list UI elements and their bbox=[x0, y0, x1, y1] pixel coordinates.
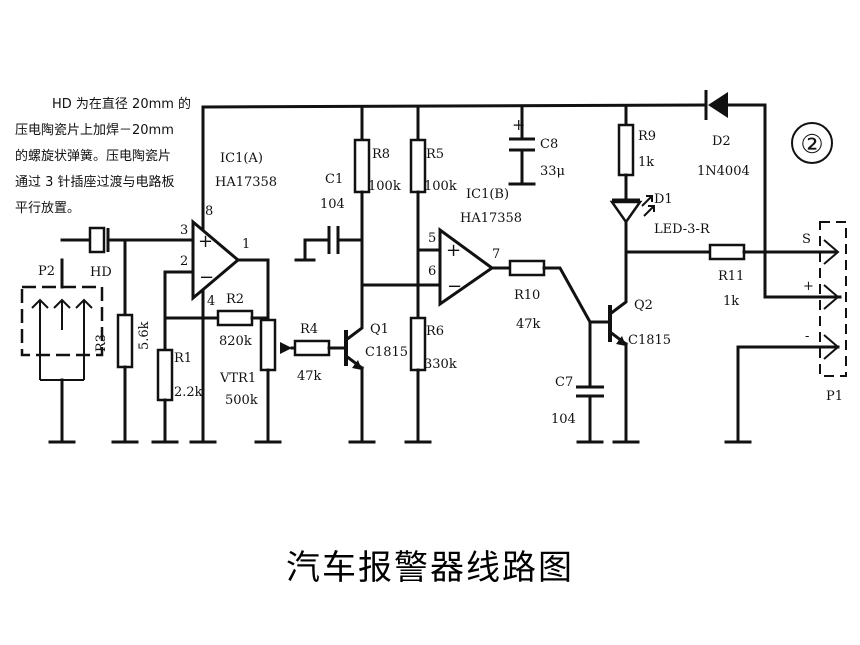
r4-ref: R4 bbox=[300, 322, 318, 337]
r6-ref: R6 bbox=[426, 324, 444, 339]
d1-ref: D1 bbox=[654, 192, 673, 207]
opamp-a-out-wire bbox=[236, 258, 270, 320]
p2-ref: P2 bbox=[38, 264, 55, 279]
r8-ref: R8 bbox=[372, 147, 390, 162]
opamp-a-minus-wire bbox=[163, 270, 195, 357]
r10-ref: R10 bbox=[514, 288, 540, 303]
p1-pin-minus: - bbox=[805, 329, 809, 344]
r3-value: 5.6k bbox=[137, 321, 152, 350]
r8-value: 100k bbox=[368, 179, 401, 194]
svg-text:−: − bbox=[447, 276, 462, 297]
transistor-q1: Q1 C1815 bbox=[343, 283, 408, 442]
vtr1-value: 500k bbox=[225, 393, 258, 408]
note-line-5: 平行放置。 bbox=[15, 201, 80, 216]
svg-text:−: − bbox=[199, 267, 214, 288]
svg-text:+: + bbox=[198, 231, 213, 252]
r2-ref: R2 bbox=[226, 292, 244, 307]
vtr1-wiper bbox=[280, 342, 292, 354]
opamp-a-ref: IC1(A) bbox=[220, 151, 263, 166]
resistor-r3 bbox=[116, 313, 134, 369]
opamp-a-pin-plus: 3 bbox=[180, 223, 188, 238]
svg-text:+: + bbox=[446, 240, 461, 261]
figure-number-text: ② bbox=[800, 130, 823, 160]
note-line-3: 的螺旋状弹簧。压电陶瓷片 bbox=[15, 148, 171, 164]
r3-ref: R3 bbox=[94, 334, 109, 352]
d2-ref: D2 bbox=[712, 134, 731, 149]
resistor-r6 bbox=[409, 316, 427, 372]
d2-value: 1N4004 bbox=[697, 164, 750, 179]
resistor-r1 bbox=[156, 348, 174, 402]
resistor-r5 bbox=[409, 138, 427, 194]
hd-ref: HD bbox=[90, 265, 112, 280]
note-block: HD 为在直径 20mm 的 压电陶瓷片上加焊－20mm 的螺旋状弹簧。压电陶瓷… bbox=[15, 96, 191, 216]
opamp-a-pin-out: 1 bbox=[242, 237, 250, 252]
r6-value: 330k bbox=[424, 357, 457, 372]
supply-rail bbox=[201, 103, 707, 109]
opamp-a-pin-vcc: 8 bbox=[205, 204, 213, 219]
vtr1-ref: VTR1 bbox=[219, 371, 256, 386]
q1-value: C1815 bbox=[365, 345, 408, 360]
q2-value: C1815 bbox=[628, 333, 671, 348]
connector-p1: S + - P1 bbox=[802, 221, 847, 404]
figure-number: ② bbox=[791, 122, 833, 164]
p1-pin-plus: + bbox=[803, 279, 814, 294]
note-line-2: 压电陶瓷片上加焊－20mm bbox=[15, 122, 174, 138]
q2-ref: Q2 bbox=[634, 298, 653, 313]
c1-ref: C1 bbox=[325, 172, 343, 187]
q1-ref: Q1 bbox=[370, 322, 389, 337]
r5-value: 100k bbox=[424, 179, 457, 194]
sensor-p2: P2 bbox=[20, 264, 104, 381]
opamp-b-pin-plus: 5 bbox=[428, 231, 436, 246]
note-line-4: 通过 3 针插座过渡与电路板 bbox=[15, 174, 175, 190]
note-line-1: HD 为在直径 20mm 的 bbox=[52, 96, 191, 112]
opamp-a-pin-gnd: 4 bbox=[207, 294, 215, 309]
potentiometer-vtr1 bbox=[259, 318, 277, 372]
r10-value: 47k bbox=[516, 317, 541, 332]
opamp-a-pin-minus: 2 bbox=[180, 254, 188, 269]
p1-gnd-wire bbox=[736, 345, 840, 442]
resistor-r8 bbox=[353, 138, 371, 194]
r1-ref: R1 bbox=[174, 351, 192, 366]
resistor-r9 bbox=[617, 123, 635, 177]
opamp-b-ref: IC1(B) bbox=[466, 187, 509, 202]
resistor-r4 bbox=[293, 339, 331, 357]
p1-pin-s: S bbox=[802, 232, 811, 247]
r9-value: 1k bbox=[638, 155, 654, 170]
r4-value: 47k bbox=[297, 369, 322, 384]
opamp-b-pin-out: 7 bbox=[492, 247, 500, 262]
diode-d2: D2 1N4004 bbox=[697, 90, 750, 179]
resistor-r11 bbox=[708, 243, 746, 261]
c8-value: 33μ bbox=[540, 164, 565, 179]
r1-value: 2.2k bbox=[174, 385, 203, 400]
r11-value: 1k bbox=[723, 294, 739, 309]
opamp-b-pin-minus: 6 bbox=[428, 264, 436, 279]
supply-rail-right bbox=[726, 103, 842, 299]
d1-value: LED-3-R bbox=[654, 222, 711, 237]
r10-right-wire bbox=[542, 266, 610, 324]
opamp-b-part: HA17358 bbox=[460, 211, 522, 226]
opamp-a-part: HA17358 bbox=[215, 175, 277, 190]
opamp-a: + − 3 2 1 8 4 IC1(A) HA17358 bbox=[180, 151, 277, 309]
c8-plus-sign: + bbox=[512, 115, 525, 134]
r2-value: 820k bbox=[219, 334, 252, 349]
sensor-hd: HD bbox=[60, 226, 112, 280]
c7-value: 104 bbox=[551, 412, 576, 427]
transistor-q2: Q2 C1815 bbox=[607, 250, 671, 442]
c1-left-wire bbox=[303, 238, 329, 260]
c7-ref: C7 bbox=[555, 375, 573, 390]
resistor-r2 bbox=[216, 309, 254, 327]
r5-ref: R5 bbox=[426, 147, 444, 162]
r9-ref: R9 bbox=[638, 129, 656, 144]
led-d1: D1 LED-3-R bbox=[609, 192, 711, 254]
r11-ref: R11 bbox=[718, 269, 744, 284]
figure-caption: 汽车报警器线路图 bbox=[286, 548, 574, 588]
p1-ref: P1 bbox=[826, 389, 843, 404]
c1-value: 104 bbox=[320, 197, 345, 212]
c8-ref: C8 bbox=[540, 137, 558, 152]
resistor-r10 bbox=[508, 259, 546, 277]
opamp-b: + − 5 6 7 IC1(B) HA17358 bbox=[428, 187, 522, 307]
